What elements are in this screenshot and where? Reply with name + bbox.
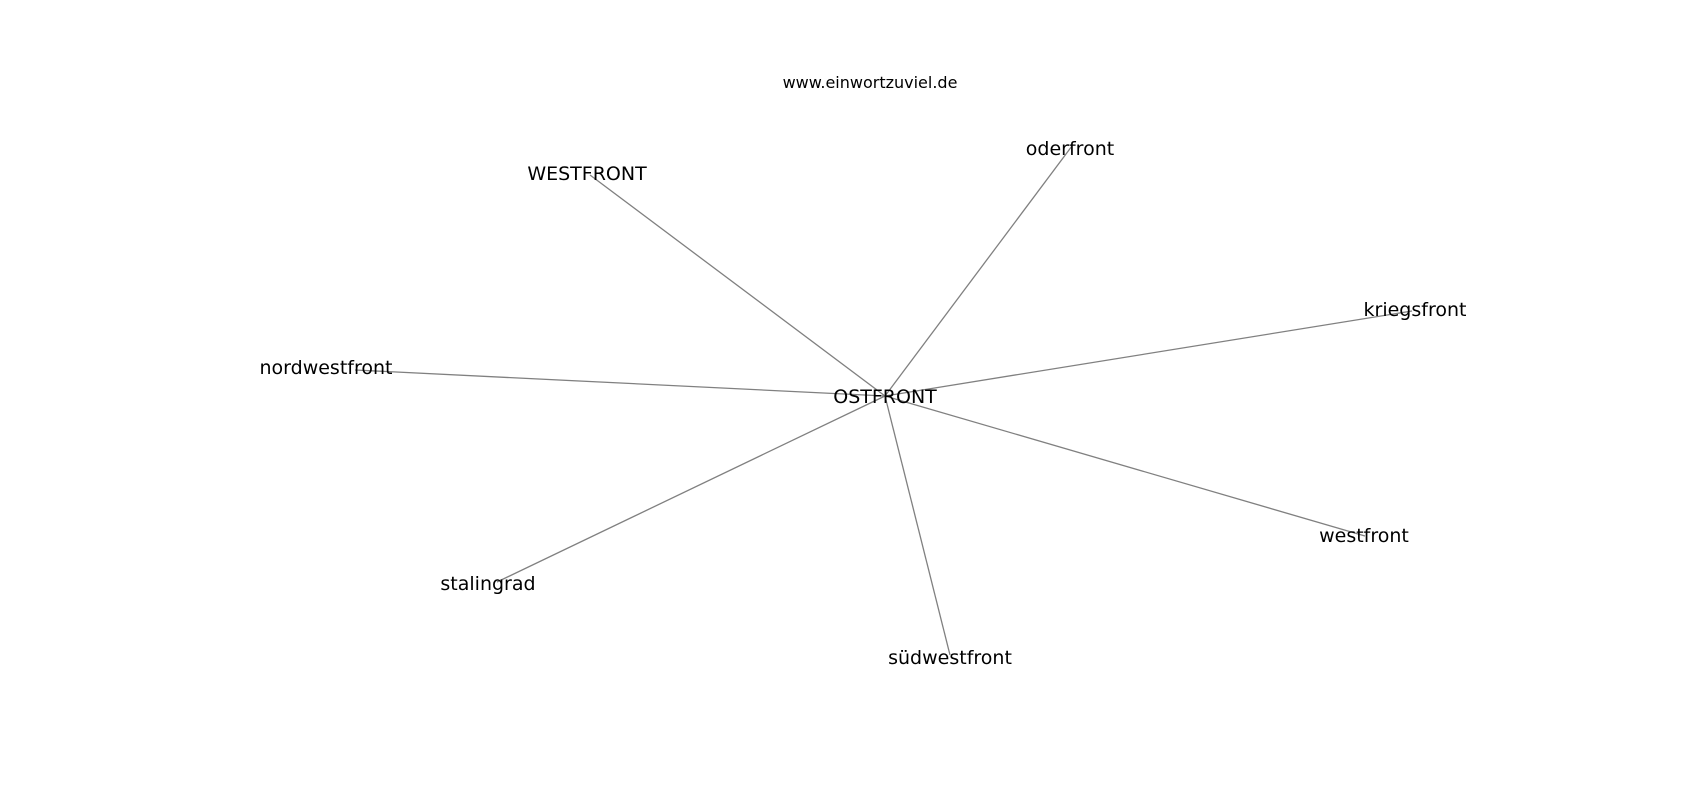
node-label-suedwestfront: südwestfront bbox=[888, 647, 1012, 669]
node-label-westfront: westfront bbox=[1319, 525, 1409, 547]
edge-ostfront-westfront bbox=[884, 395, 1366, 537]
node-label-ostfront: OSTFRONT bbox=[833, 386, 937, 408]
edge-ostfront-westfront_upper bbox=[589, 174, 886, 397]
node-label-kriegsfront: kriegsfront bbox=[1364, 299, 1467, 321]
node-label-nordwestfront: nordwestfront bbox=[260, 357, 393, 379]
node-label-westfront_upper: WESTFRONT bbox=[527, 163, 647, 185]
node-label-oderfront: oderfront bbox=[1026, 138, 1114, 160]
edges-layer bbox=[354, 145, 1413, 656]
node-label-stalingrad: stalingrad bbox=[440, 573, 535, 595]
nodes-layer: OSTFRONT WESTFRONT oderfront kriegsfront nor… bbox=[260, 138, 1467, 669]
edge-ostfront-oderfront bbox=[884, 145, 1073, 397]
source-watermark: www.einwortzuviel.de bbox=[783, 73, 958, 92]
edge-ostfront-stalingrad bbox=[496, 395, 886, 583]
edge-ostfront-suedwestfront bbox=[884, 395, 951, 656]
edge-ostfront-nordwestfront bbox=[354, 369, 886, 397]
edge-ostfront-kriegsfront bbox=[884, 310, 1413, 397]
